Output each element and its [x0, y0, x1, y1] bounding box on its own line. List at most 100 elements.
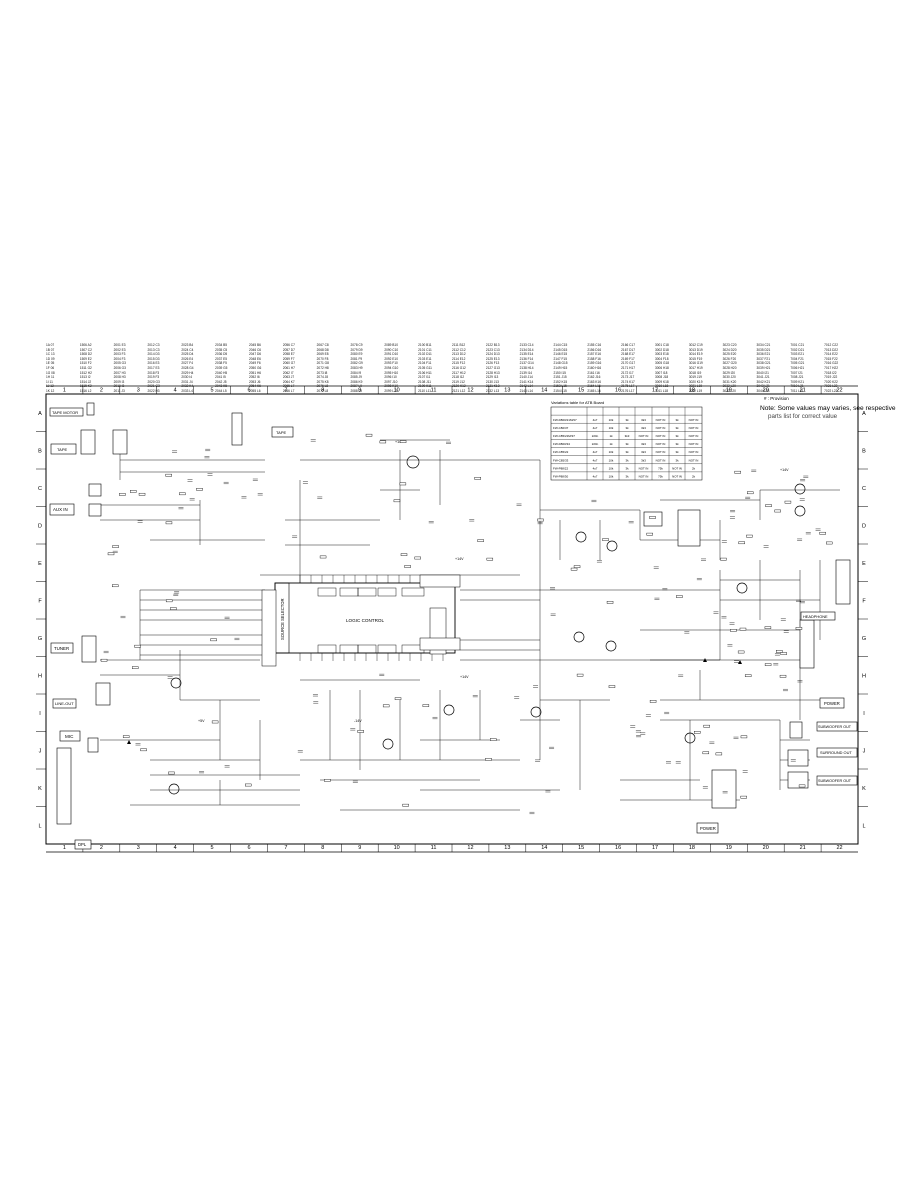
variation-cell: NOT IN: [689, 418, 699, 422]
variation-cell: 1k: [609, 434, 613, 438]
column-marker: 8: [321, 388, 324, 394]
power-bottom-label: POWER: [700, 826, 716, 831]
variation-cell: 3k: [675, 434, 679, 438]
variation-cell: FW-C85/22: [553, 450, 569, 454]
column-marker: 9: [358, 845, 361, 851]
column-marker: 10: [394, 845, 400, 851]
column-marker: 1: [63, 388, 66, 394]
row-marker: K: [38, 786, 42, 792]
variation-cell: NOT IN: [639, 466, 649, 470]
variation-cell: 3k: [675, 418, 679, 422]
variation-cell: 3k: [625, 418, 629, 422]
variation-cell: 75k: [658, 466, 663, 470]
variation-cell: NOT IN: [672, 466, 682, 470]
variation-cell: 4u7: [593, 450, 598, 454]
variation-cell: 2k: [692, 475, 696, 479]
column-marker: 11: [431, 388, 437, 394]
variation-cell: 4u7: [593, 466, 598, 470]
row-marker: D: [862, 523, 866, 529]
column-marker: 15: [578, 845, 584, 851]
supply-2: +14V: [455, 557, 464, 561]
variation-cell: 220n: [592, 434, 599, 438]
supply-6: +14V: [780, 468, 789, 472]
column-marker: 22: [836, 388, 842, 394]
column-marker: 4: [174, 388, 177, 394]
column-marker: 11: [431, 845, 437, 851]
variation-cell: FW-D800/34: [553, 442, 570, 446]
column-marker: 3: [137, 388, 140, 394]
variation-cell: 4u7: [593, 458, 598, 462]
surround-out-label: SURROUND OUT: [820, 750, 852, 755]
part-index-column: 2012 C3 2013 C3 2014 D3 2015 D3 2016 E3 …: [147, 343, 160, 393]
row-marker: H: [862, 673, 866, 679]
column-marker: 12: [467, 388, 473, 394]
tape-left-label: TAPE: [57, 447, 67, 452]
variation-cell: 220n: [592, 442, 599, 446]
column-marker: 12: [467, 845, 473, 851]
supply-3: +14V: [460, 675, 469, 679]
column-marker: 4: [174, 845, 177, 851]
column-marker: 20: [763, 388, 769, 394]
dpl-label: DPL: [78, 842, 87, 847]
column-marker: 16: [615, 388, 621, 394]
part-index-column: 2144 C15 2145 D15 2146 E15 2147 F15 2148…: [553, 343, 568, 393]
aux-in-label: AUX IN: [53, 507, 68, 512]
variation-cell: NOT IN: [689, 442, 699, 446]
row-marker: J: [863, 748, 866, 754]
variation-cell: NOT IN: [689, 434, 699, 438]
column-marker: 13: [504, 845, 510, 851]
variation-cell: NOT IN: [656, 442, 666, 446]
variation-cell: NOT IN: [656, 434, 666, 438]
line-out-label: LINE-OUT: [55, 701, 74, 706]
row-marker: F: [862, 598, 866, 604]
row-marker: F: [38, 598, 42, 604]
variation-cell: NOT IN: [689, 450, 699, 454]
part-location-index: 1A 07 1B 07 1C 13 1D 09 1E 05 1F 06 1G 0…: [46, 343, 858, 393]
variation-cell: 10k: [609, 458, 614, 462]
variation-cell: NOT IN: [672, 475, 682, 479]
note-line2: parts list for correct value: [768, 413, 838, 420]
variation-cell: 10k: [609, 426, 614, 430]
variation-cell: NOT IN: [639, 434, 649, 438]
mic-label: MIC: [65, 734, 74, 739]
row-marker: J: [39, 748, 42, 754]
variations-title: Variations table for ATB Board: [551, 400, 604, 405]
variation-cell: 3k: [625, 426, 629, 430]
variation-cell: FW-C85/21M/37: [553, 434, 575, 438]
part-index-column: 2100 B11 2101 C11 2102 D11 2103 E11 2104…: [418, 343, 432, 393]
part-index-column: 2023 B4 2024 C4 2025 D4 2026 E4 2027 F4 …: [181, 343, 194, 393]
tape-motor-label: TAPE MOTOR: [52, 410, 78, 415]
row-marker: B: [38, 448, 42, 454]
variation-cell: 3k3: [641, 418, 646, 422]
column-marker: 8: [321, 845, 324, 851]
variation-cell: NOT IN: [689, 458, 699, 462]
column-marker: 19: [726, 845, 732, 851]
column-marker: 5: [211, 388, 214, 394]
column-marker: 19: [726, 388, 732, 394]
supply-4: -14V: [354, 719, 362, 723]
variation-cell: 3k: [625, 466, 629, 470]
column-marker: 9: [358, 388, 361, 394]
note-block: # : Provision Note: Some values may vari…: [760, 396, 896, 420]
variation-cell: NOT IN: [656, 426, 666, 430]
column-marker: 10: [394, 388, 400, 394]
variation-cell: NOT IN: [656, 418, 666, 422]
note-line1: Note: Some values may varies, see respec…: [760, 405, 896, 412]
subwoofer-out-label: SUBWOOFER OUT: [818, 725, 852, 729]
wiring: [100, 439, 840, 811]
variation-cell: FW-P88/30: [553, 475, 568, 479]
row-marker: G: [38, 636, 42, 642]
supply-5: +5V: [198, 719, 205, 723]
row-marker: E: [38, 561, 42, 567]
row-marker: H: [38, 673, 42, 679]
column-marker: 7: [284, 388, 287, 394]
column-marker: 7: [284, 845, 287, 851]
input-pin-header: [261, 589, 277, 667]
variation-cell: 3k3: [641, 458, 646, 462]
tape-right-label: TAPE: [276, 430, 286, 435]
row-marker: B: [862, 448, 866, 454]
row-marker: D: [38, 523, 42, 529]
